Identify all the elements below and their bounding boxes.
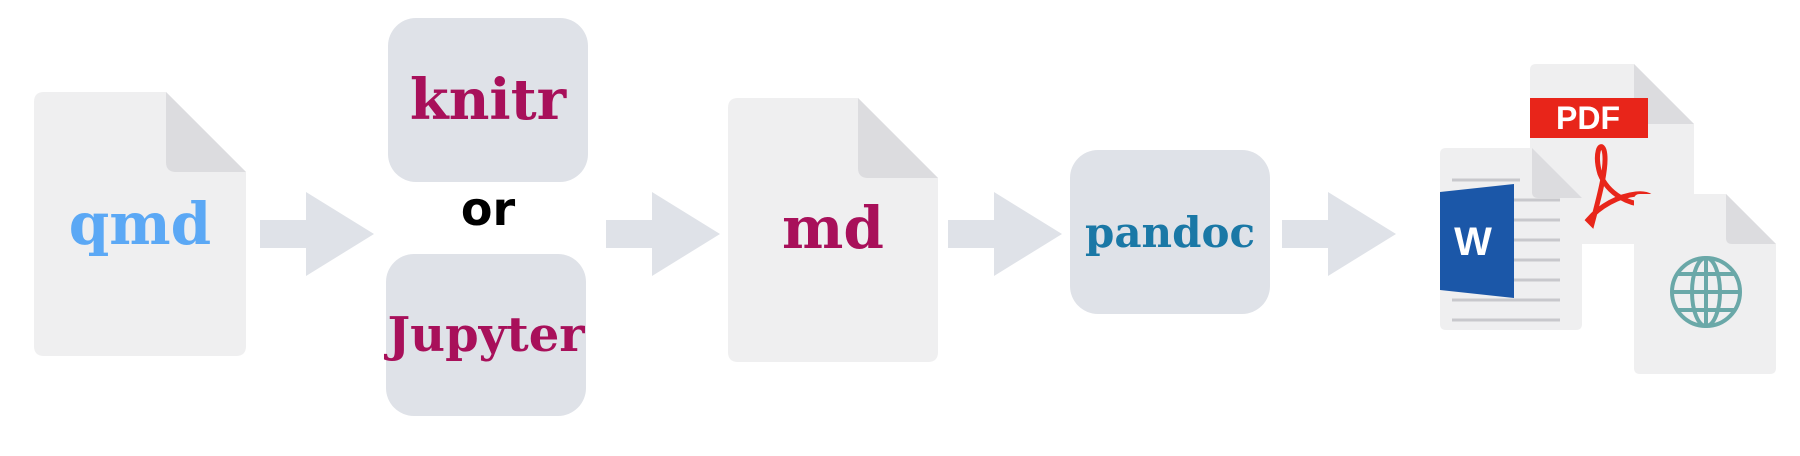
- qmd-label: qmd: [68, 190, 212, 258]
- pandoc-box: pandoc: [1070, 150, 1270, 314]
- qmd-page-shape: [34, 92, 246, 356]
- md-label: md: [782, 194, 884, 262]
- md-document: md: [728, 98, 938, 362]
- word-doc-icon: W: [1440, 148, 1582, 330]
- knitr-label: knitr: [409, 67, 567, 133]
- qmd-document: qmd: [34, 92, 246, 356]
- word-page-shape: [1440, 148, 1582, 330]
- arrow-md-to-pandoc: [948, 192, 1062, 276]
- md-page-shape: [728, 98, 938, 362]
- pdf-badge-label: PDF: [1556, 100, 1620, 136]
- jupyter-label: Jupyter: [387, 307, 585, 363]
- arrow-pandoc-to-outputs: [1282, 192, 1396, 276]
- arrow-engine-to-md: [606, 192, 720, 276]
- jupyter-box: Jupyter: [386, 254, 586, 416]
- knitr-box: knitr: [388, 18, 588, 182]
- word-badge-label: W: [1454, 220, 1492, 264]
- or-connector: or: [460, 182, 516, 236]
- arrow-qmd-to-engine: [260, 192, 374, 276]
- globe-page-shape: [1634, 194, 1776, 374]
- globe-doc-icon: [1634, 194, 1776, 374]
- pandoc-label: pandoc: [1084, 207, 1256, 257]
